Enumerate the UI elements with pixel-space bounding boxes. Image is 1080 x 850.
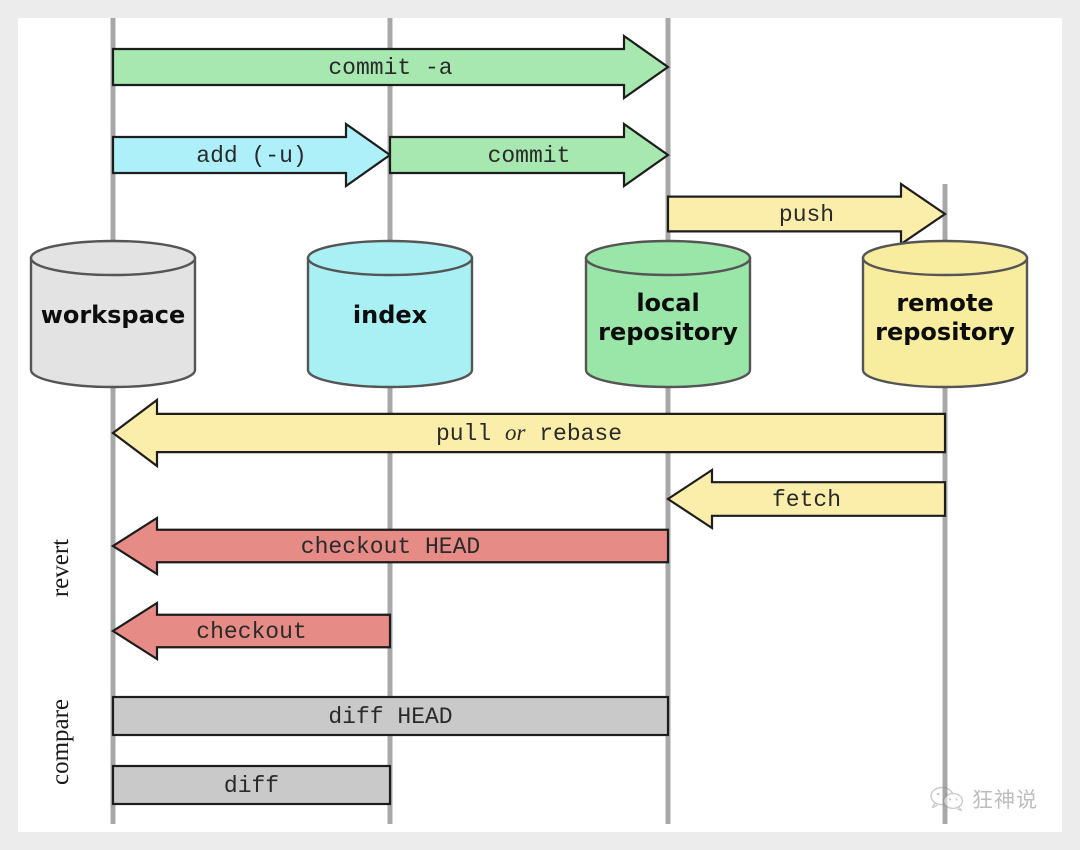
cylinder-body-remote bbox=[861, 256, 1029, 389]
cylinder-body-local bbox=[584, 256, 752, 389]
diagram-canvas: commit -a add (-u) commit push pull or rebas… bbox=[18, 18, 1062, 832]
arrows-group: commit -a add (-u) commit push pull or rebas… bbox=[110, 33, 947, 662]
arrow-label-commit: commit bbox=[488, 143, 571, 169]
cylinder-workspace[interactable]: workspace bbox=[29, 239, 197, 389]
cylinder-index[interactable]: index bbox=[306, 239, 474, 389]
cylinder-top-local bbox=[584, 239, 752, 277]
arrow-add-u: add (-u) bbox=[111, 121, 392, 189]
arrow-commit: commit bbox=[388, 121, 670, 189]
cylinder-body-workspace bbox=[29, 256, 197, 389]
cylinder-label-local: local bbox=[636, 289, 699, 317]
cylinder-label-remote: repository bbox=[875, 318, 1015, 346]
arrow-shape-checkout-head bbox=[110, 515, 670, 577]
arrow-shape-push bbox=[666, 181, 947, 247]
cylinder-label-workspace: workspace bbox=[41, 301, 186, 329]
arrow-label-push: push bbox=[779, 202, 834, 228]
arrow-label-checkout-head: checkout HEAD bbox=[301, 534, 480, 560]
cylinder-top-index bbox=[306, 239, 474, 277]
arrow-shape-pull-rebase bbox=[111, 397, 947, 469]
cylinder-label-local: repository bbox=[598, 318, 738, 346]
arrow-shape-fetch bbox=[666, 467, 947, 531]
arrow-label-checkout: checkout bbox=[196, 619, 306, 645]
arrow-label-pull-rebase: pull or rebase bbox=[436, 420, 622, 447]
side-label-compare: compare bbox=[47, 699, 74, 785]
side-labels-group: revert compare bbox=[47, 539, 74, 785]
git-workflow-diagram: commit -a add (-u) commit push pull or rebas… bbox=[29, 18, 1029, 824]
arrow-push: push bbox=[666, 181, 947, 247]
bars-group: diff HEAD diff bbox=[111, 695, 670, 806]
arrow-pull-rebase: pull or rebase bbox=[111, 397, 947, 469]
bar-label-diff-head: diff HEAD bbox=[328, 704, 452, 730]
bar-diff-head: diff HEAD bbox=[111, 695, 670, 737]
watermark: 狂神说 bbox=[929, 784, 1038, 814]
arrow-label-add-u: add (-u) bbox=[196, 143, 306, 169]
arrow-shape-checkout bbox=[110, 600, 392, 662]
arrow-checkout: checkout bbox=[110, 600, 392, 662]
watermark-text: 狂神说 bbox=[972, 788, 1038, 812]
arrow-shape-commit-a bbox=[111, 33, 670, 101]
cylinder-top-workspace bbox=[29, 239, 197, 277]
cylinder-label-index: index bbox=[353, 301, 428, 329]
arrow-commit-a: commit -a bbox=[111, 33, 670, 101]
pull-label-last: rebase bbox=[525, 421, 622, 447]
bar-label-diff: diff bbox=[224, 773, 279, 799]
bar-diff: diff bbox=[111, 764, 392, 806]
arrow-label-commit-a: commit -a bbox=[328, 55, 452, 81]
side-label-revert: revert bbox=[47, 539, 74, 597]
arrow-shape-add-u bbox=[111, 121, 392, 189]
cylinder-top-remote bbox=[861, 239, 1029, 277]
arrow-fetch: fetch bbox=[666, 467, 947, 531]
pull-label-first: pull bbox=[436, 421, 505, 447]
arrow-shape-commit bbox=[388, 121, 670, 189]
arrow-checkout-head: checkout HEAD bbox=[110, 515, 670, 577]
wechat-icon bbox=[930, 786, 964, 812]
cylinder-label-remote: remote bbox=[896, 289, 993, 317]
pull-label-middle: or bbox=[505, 420, 527, 445]
bar-shape-diff-head bbox=[111, 695, 670, 737]
cylinder-body-index bbox=[306, 256, 474, 389]
arrow-label-fetch: fetch bbox=[772, 487, 841, 513]
bar-shape-diff bbox=[111, 764, 392, 806]
